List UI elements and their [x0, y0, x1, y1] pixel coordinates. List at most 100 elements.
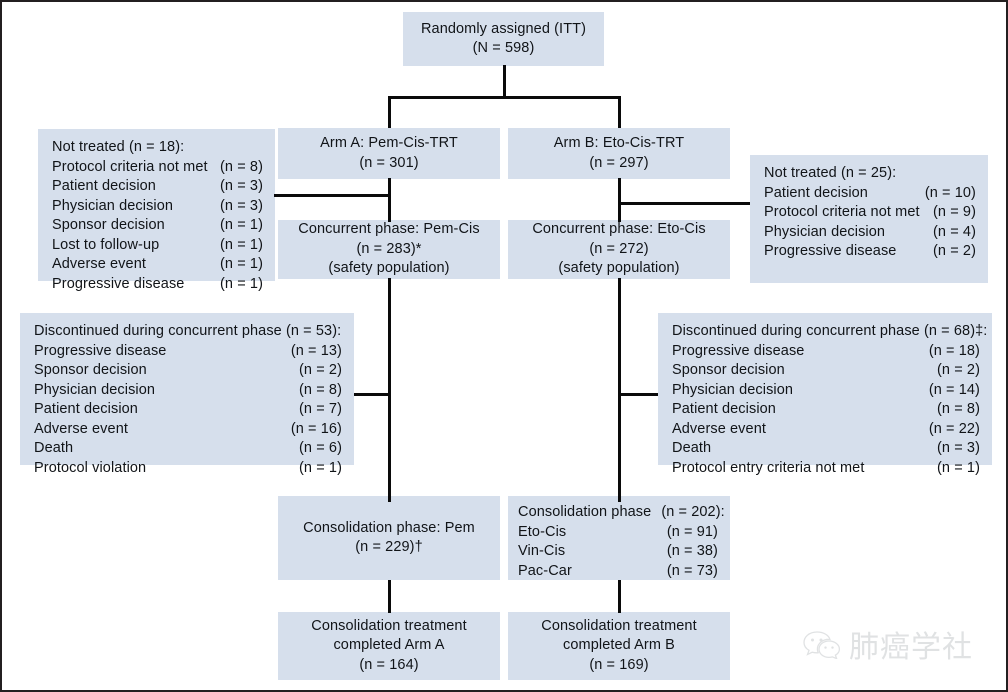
- reason-row: Progressive disease (n = 1): [52, 275, 263, 295]
- reason-label: Adverse event: [672, 420, 766, 437]
- reason-count: (n = 3): [219, 178, 263, 194]
- reason-label: Death: [672, 440, 712, 456]
- connector-concurrent-a-to-consolidation: [388, 278, 391, 502]
- reason-count: (n = 1): [219, 217, 263, 233]
- connector-not-treated-a: [274, 194, 391, 197]
- reason-row: Sponsor decision (n = 1): [52, 216, 263, 236]
- node-discontinued-arm-a: Discontinued during concurrent phase (n …: [20, 313, 354, 476]
- reason-label: Lost to follow-up: [52, 236, 160, 253]
- node-line: (n = 297): [589, 154, 649, 171]
- connector-not-treated-b: [618, 202, 750, 205]
- reason-count: (n = 9): [932, 204, 976, 220]
- node-line: Randomly assigned (ITT): [420, 20, 587, 37]
- node-header: Consolidation phase (n = 202):: [518, 503, 725, 523]
- node-completed-arm-a: Consolidation treatment completed Arm A …: [278, 612, 500, 680]
- reason-label: Progressive disease: [34, 342, 167, 359]
- node-header-label: Consolidation phase: [518, 504, 652, 520]
- node-line: Consolidation treatment: [541, 617, 697, 634]
- reason-count: (n = 3): [219, 197, 263, 214]
- node-concurrent-phase-a: Concurrent phase: Pem-Cis (n = 283)* (sa…: [278, 220, 500, 279]
- reason-label: Patient decision: [52, 178, 156, 194]
- node-line: (N = 598): [472, 40, 535, 56]
- reason-label: Patient decision: [672, 401, 776, 417]
- reason-count: (n = 1): [219, 256, 263, 272]
- connector-concurrent-b-to-consolidation: [618, 278, 621, 502]
- reason-count: (n = 3): [936, 440, 980, 456]
- reason-row: Protocol entry criteria not met (n = 1): [672, 459, 980, 479]
- reason-row: Lost to follow-up (n = 1): [52, 236, 263, 256]
- reason-count: (n = 22): [928, 420, 980, 437]
- node-line: completed Arm B: [563, 637, 675, 654]
- reason-count: (n = 10): [924, 184, 976, 201]
- node-line: (n = 301): [359, 154, 419, 171]
- connector-randomized-stem: [503, 65, 506, 98]
- node-header: Not treated (n = 25):: [764, 165, 897, 181]
- reason-row: Sponsor decision (n = 2): [672, 361, 980, 381]
- reason-label: Physician decision: [764, 223, 886, 240]
- node-completed-arm-b: Consolidation treatment completed Arm B …: [508, 612, 730, 680]
- node-arm-a: Arm A: Pem-Cis-TRT (n = 301): [278, 128, 500, 179]
- reason-label: Protocol criteria not met: [764, 204, 920, 220]
- node-not-treated-arm-b: Not treated (n = 25): Patient decision (…: [750, 155, 988, 283]
- regimen-label: Pac-Car: [518, 562, 572, 579]
- node-header: Discontinued during concurrent phase (n …: [672, 323, 988, 339]
- regimen-row: Eto-Cis (n = 91): [518, 523, 718, 543]
- reason-count: (n = 1): [219, 236, 263, 253]
- regimen-label: Eto-Cis: [518, 523, 567, 540]
- reason-row: Patient decision (n = 8): [672, 400, 980, 420]
- reason-count: (n = 8): [936, 401, 980, 417]
- reason-label: Physician decision: [34, 381, 156, 398]
- reason-count: (n = 1): [298, 459, 342, 476]
- watermark: 肺癌学社: [802, 622, 973, 666]
- node-arm-b: Arm B: Eto-Cis-TRT (n = 297): [508, 128, 730, 179]
- reason-row: Progressive disease (n = 2): [764, 242, 976, 262]
- reason-count: (n = 7): [298, 401, 342, 417]
- reason-row: Physician decision (n = 14): [672, 381, 980, 401]
- reason-row: Protocol violation (n = 1): [34, 459, 342, 479]
- reason-row: Death (n = 6): [34, 439, 342, 459]
- connector-consolidation-a-to-completed: [388, 580, 391, 613]
- connector-consolidation-b-to-completed: [618, 580, 621, 613]
- node-line: Consolidation treatment: [311, 617, 467, 634]
- reason-label: Physician decision: [52, 197, 174, 214]
- reason-row: Adverse event (n = 22): [672, 420, 980, 440]
- connector-arm-b-to-concurrent: [618, 178, 621, 222]
- reason-label: Protocol criteria not met: [52, 158, 208, 175]
- regimen-row: Vin-Cis (n = 38): [518, 542, 718, 562]
- node-line: (n = 169): [589, 656, 649, 673]
- wechat-icon: [802, 629, 842, 659]
- node-randomly-assigned: Randomly assigned (ITT) (N = 598): [403, 12, 604, 66]
- reason-row: Protocol criteria not met (n = 8): [52, 158, 263, 178]
- reason-row: Physician decision (n = 8): [34, 381, 342, 401]
- reason-row: Physician decision (n = 3): [52, 197, 263, 217]
- reason-count: (n = 4): [932, 223, 976, 240]
- node-line: (safety population): [558, 260, 680, 277]
- regimen-count: (n = 38): [666, 543, 718, 559]
- node-line: (n = 272): [589, 240, 649, 257]
- reason-row: Adverse event (n = 1): [52, 255, 263, 275]
- reason-row: Patient decision (n = 10): [764, 184, 976, 204]
- reason-label: Sponsor decision: [52, 217, 165, 233]
- node-line: Arm A: Pem-Cis-TRT: [320, 135, 458, 151]
- regimen-count: (n = 73): [666, 562, 718, 579]
- connector-arm-a-drop: [388, 96, 391, 128]
- node-consolidation-phase-a: Consolidation phase: Pem (n = 229)†: [278, 496, 500, 580]
- reason-row: Physician decision (n = 4): [764, 223, 976, 243]
- reason-count: (n = 1): [936, 459, 980, 476]
- reason-count: (n = 6): [298, 440, 342, 456]
- connector-discontinued-a: [354, 393, 391, 396]
- node-line: (n = 164): [359, 656, 419, 673]
- reason-count: (n = 8): [298, 381, 342, 398]
- regimen-count: (n = 91): [666, 523, 718, 540]
- reason-label: Progressive disease: [672, 342, 805, 359]
- regimen-row: Pac-Car (n = 73): [518, 562, 718, 582]
- node-line: Consolidation phase: Pem: [303, 519, 475, 536]
- regimen-label: Vin-Cis: [518, 543, 566, 559]
- reason-label: Sponsor decision: [34, 362, 147, 378]
- reason-label: Patient decision: [34, 401, 138, 417]
- reason-label: Progressive disease: [764, 243, 897, 259]
- node-line: (safety population): [328, 260, 450, 277]
- reason-count: (n = 8): [219, 158, 263, 175]
- node-line: completed Arm A: [333, 637, 445, 654]
- connector-split-bar: [388, 96, 621, 99]
